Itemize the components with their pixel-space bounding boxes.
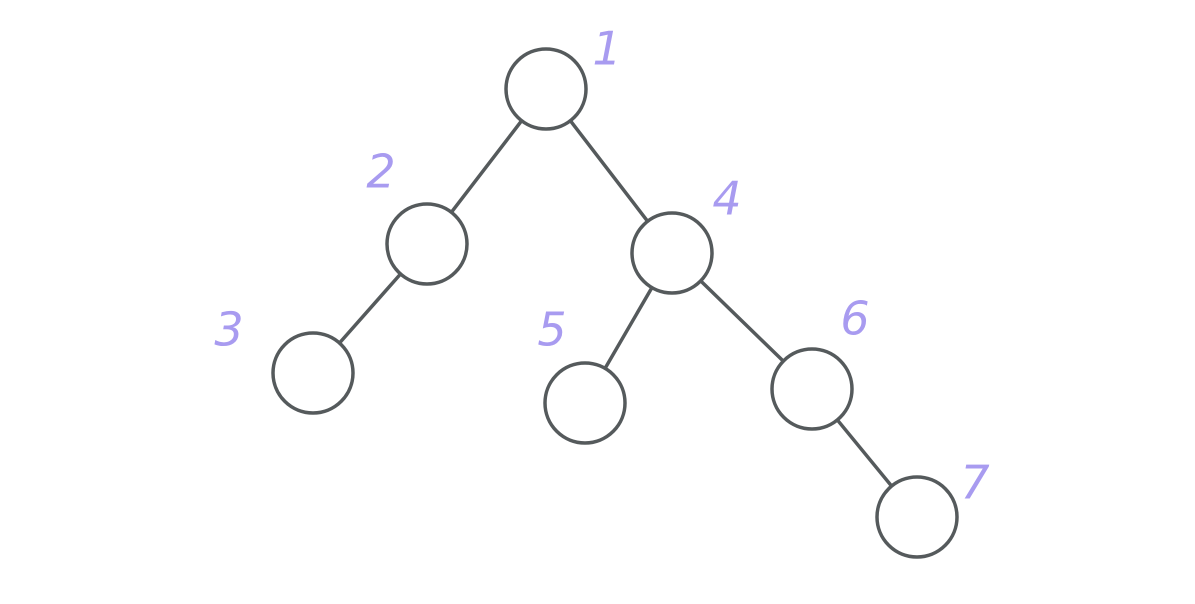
node-label-5: 5	[537, 303, 566, 357]
tree-node-3	[271, 331, 355, 415]
tree-node-6	[770, 347, 854, 431]
tree-edges	[337, 118, 894, 488]
node-label-7: 7	[960, 456, 989, 510]
tree-node-7	[875, 475, 959, 559]
edge-n1-n4	[568, 118, 650, 224]
edge-n4-n6	[698, 279, 786, 363]
edge-n1-n2	[449, 118, 524, 215]
tree-node-1	[504, 47, 588, 131]
tree-node-5	[543, 361, 627, 445]
node-label-6: 6	[840, 292, 869, 346]
node-label-1: 1	[592, 22, 621, 76]
tree-node-4	[630, 211, 714, 295]
tree-labels: 1 2 3 4 5 6 7	[214, 22, 989, 510]
node-label-2: 2	[366, 145, 395, 199]
tree-nodes	[271, 47, 959, 559]
node-label-3: 3	[214, 303, 243, 357]
node-label-4: 4	[712, 172, 741, 226]
edge-n6-n7	[835, 418, 894, 488]
edge-n4-n5	[603, 285, 654, 371]
tree-node-2	[385, 202, 469, 286]
edge-n2-n3	[337, 272, 403, 345]
